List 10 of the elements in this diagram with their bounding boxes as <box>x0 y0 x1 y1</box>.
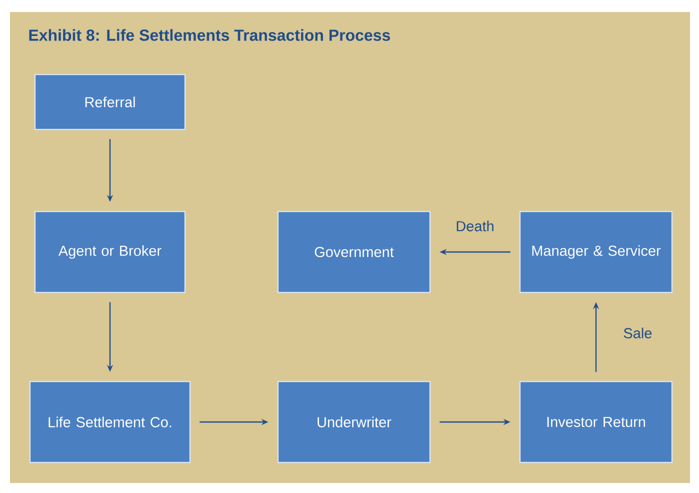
process-box: Agent or Broker <box>34 210 186 294</box>
edge-label: Sale <box>624 328 652 338</box>
process-box: Investor Return <box>519 380 673 464</box>
process-box: Manager & Servicer <box>519 210 673 294</box>
process-box: Government <box>277 210 431 294</box>
process-box: Underwriter <box>277 380 431 464</box>
process-box: Referral <box>34 74 186 130</box>
process-box: Life Settlement Co. <box>29 380 191 464</box>
title: Exhibit 8: Life Settlements Transaction Process <box>29 29 390 41</box>
edge-label: Death <box>456 220 494 232</box>
